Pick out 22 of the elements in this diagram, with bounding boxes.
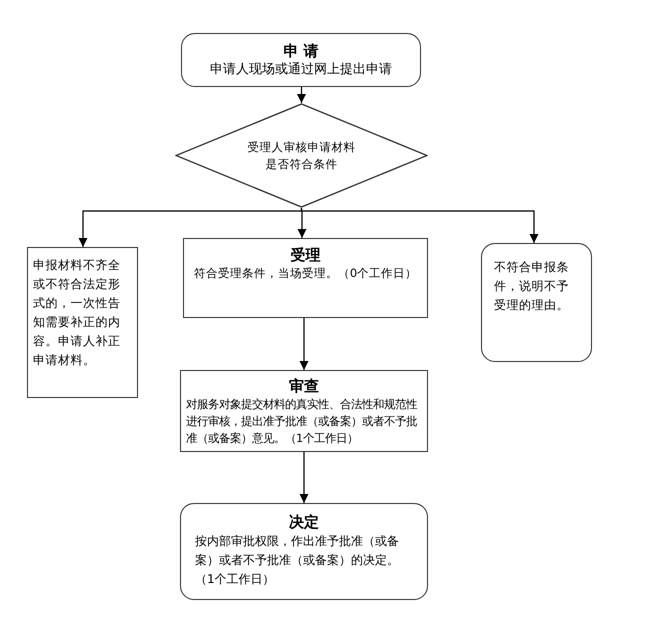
step-description: 申报材料不齐全或不符合法定形式的，一次性告知需要补正的内容。申请人补正申请材料。 <box>33 257 122 369</box>
rounded-process-box <box>481 243 592 362</box>
step-description: 受理人审核申请材料是否符合条件 <box>246 138 356 172</box>
step-title: 决定 <box>288 512 320 532</box>
rounded-process-box <box>180 503 428 600</box>
step-title: 申 请 <box>282 41 320 61</box>
arrow <box>297 87 306 103</box>
step-description: 不符合申报条件，说明不予受理的理由。 <box>494 259 570 314</box>
process-box <box>180 370 428 452</box>
step-description: 符合受理条件，当场受理。（0个工作日） <box>192 265 418 281</box>
arrow <box>300 318 308 370</box>
step-description: 按内部审批权限，作出准予批准（或备案）或者不予批准（或备案）的决定。（1个工作日） <box>195 533 400 588</box>
step-title: 审查 <box>288 376 320 396</box>
process-box <box>183 238 428 318</box>
arrow <box>78 208 302 247</box>
arrow <box>300 452 308 503</box>
process-box <box>27 247 138 398</box>
rounded-process-box <box>181 33 421 87</box>
step-title: 受理 <box>290 245 322 265</box>
arrow <box>300 208 538 243</box>
step-description: 申请人现场或通过网上提出申请 <box>209 61 393 79</box>
step-description: 对服务对象提交材料的真实性、合法性和规范性进行审核，提出准予批准（或备案）或者不予批准（或备案）意见。（1个工作日） <box>186 396 418 446</box>
